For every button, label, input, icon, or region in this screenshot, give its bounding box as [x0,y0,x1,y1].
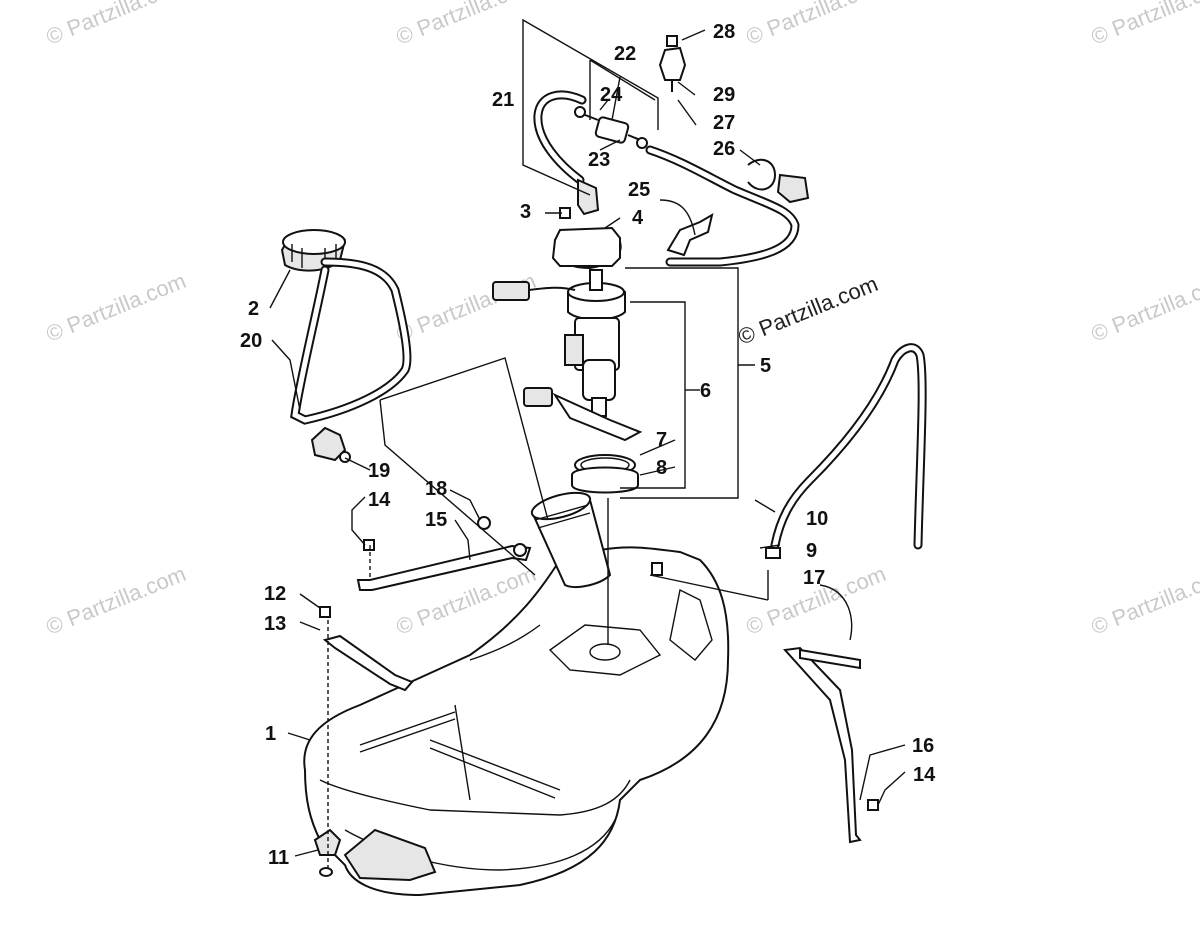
callout-4: 4 [632,207,644,229]
watermark: © Partzilla.com [1088,0,1200,50]
watermark: © Partzilla.com [1088,268,1200,347]
bracket [666,212,714,257]
fuel-tank [303,546,730,897]
watermark: © Partzilla.com [43,268,190,347]
strap-13 [322,634,414,692]
callout-28: 28 [713,21,735,43]
callout-17: 17 [803,567,825,589]
clamp [747,158,777,191]
vent-clip [765,547,781,559]
watermark: © Partzilla.com [393,0,540,50]
callout-24: 24 [600,84,623,106]
callout-2: 2 [248,298,259,320]
grommet [310,426,347,462]
callout-12: 12 [264,583,286,605]
callout-29: 29 [713,84,735,106]
copyright-credit: © Partzilla.com [735,271,882,350]
gasket [551,226,621,267]
fuel-filter [574,106,648,149]
watermark: © Partzilla.com [1088,561,1200,640]
strap-16 [782,646,862,844]
callout-labels: 1 2 3 4 5 6 7 8 9 10 11 12 13 14 14 15 1… [240,21,936,869]
lock-ring [571,466,639,494]
callout-15: 15 [425,509,447,531]
callout-20: 20 [240,330,262,352]
callout-27: 27 [713,112,735,134]
screw-28 [666,35,678,47]
callout-26: 26 [713,138,735,160]
hose-clip [658,46,687,81]
screw-12 [319,606,331,618]
callout-5: 5 [760,355,771,377]
callout-22: 22 [614,43,636,65]
callout-19: 19 [368,460,390,482]
callout-1: 1 [265,723,276,745]
watermark: © Partzilla.com [393,268,540,347]
strap-15 [356,544,532,591]
filler-neck [530,491,612,588]
vent-hose [770,343,927,550]
callout-18: 18 [425,478,447,500]
callout-7: 7 [656,429,667,451]
callout-13: 13 [264,613,286,635]
callout-14-left: 14 [368,489,391,511]
watermark: © Partzilla.com [43,561,190,640]
bolt-17 [799,648,861,670]
screw-14-left [363,539,375,551]
callout-14-right: 14 [913,764,936,786]
leader-lines [269,18,906,870]
callout-10: 10 [806,508,828,530]
screw-14-right [867,799,879,811]
watermark: © Partzilla.com [43,0,190,50]
callout-11: 11 [268,847,289,869]
callout-8: 8 [656,457,667,479]
quick-connector [577,178,600,216]
callout-9: 9 [806,540,817,562]
connector [776,173,810,204]
callout-3: 3 [520,201,531,223]
nut [339,451,351,463]
callout-25: 25 [628,179,650,201]
watermark: © Partzilla.com [743,0,890,50]
callout-21: 21 [492,89,514,111]
callout-16: 16 [912,735,934,757]
callout-6: 6 [700,380,711,402]
callout-23: 23 [588,149,610,171]
